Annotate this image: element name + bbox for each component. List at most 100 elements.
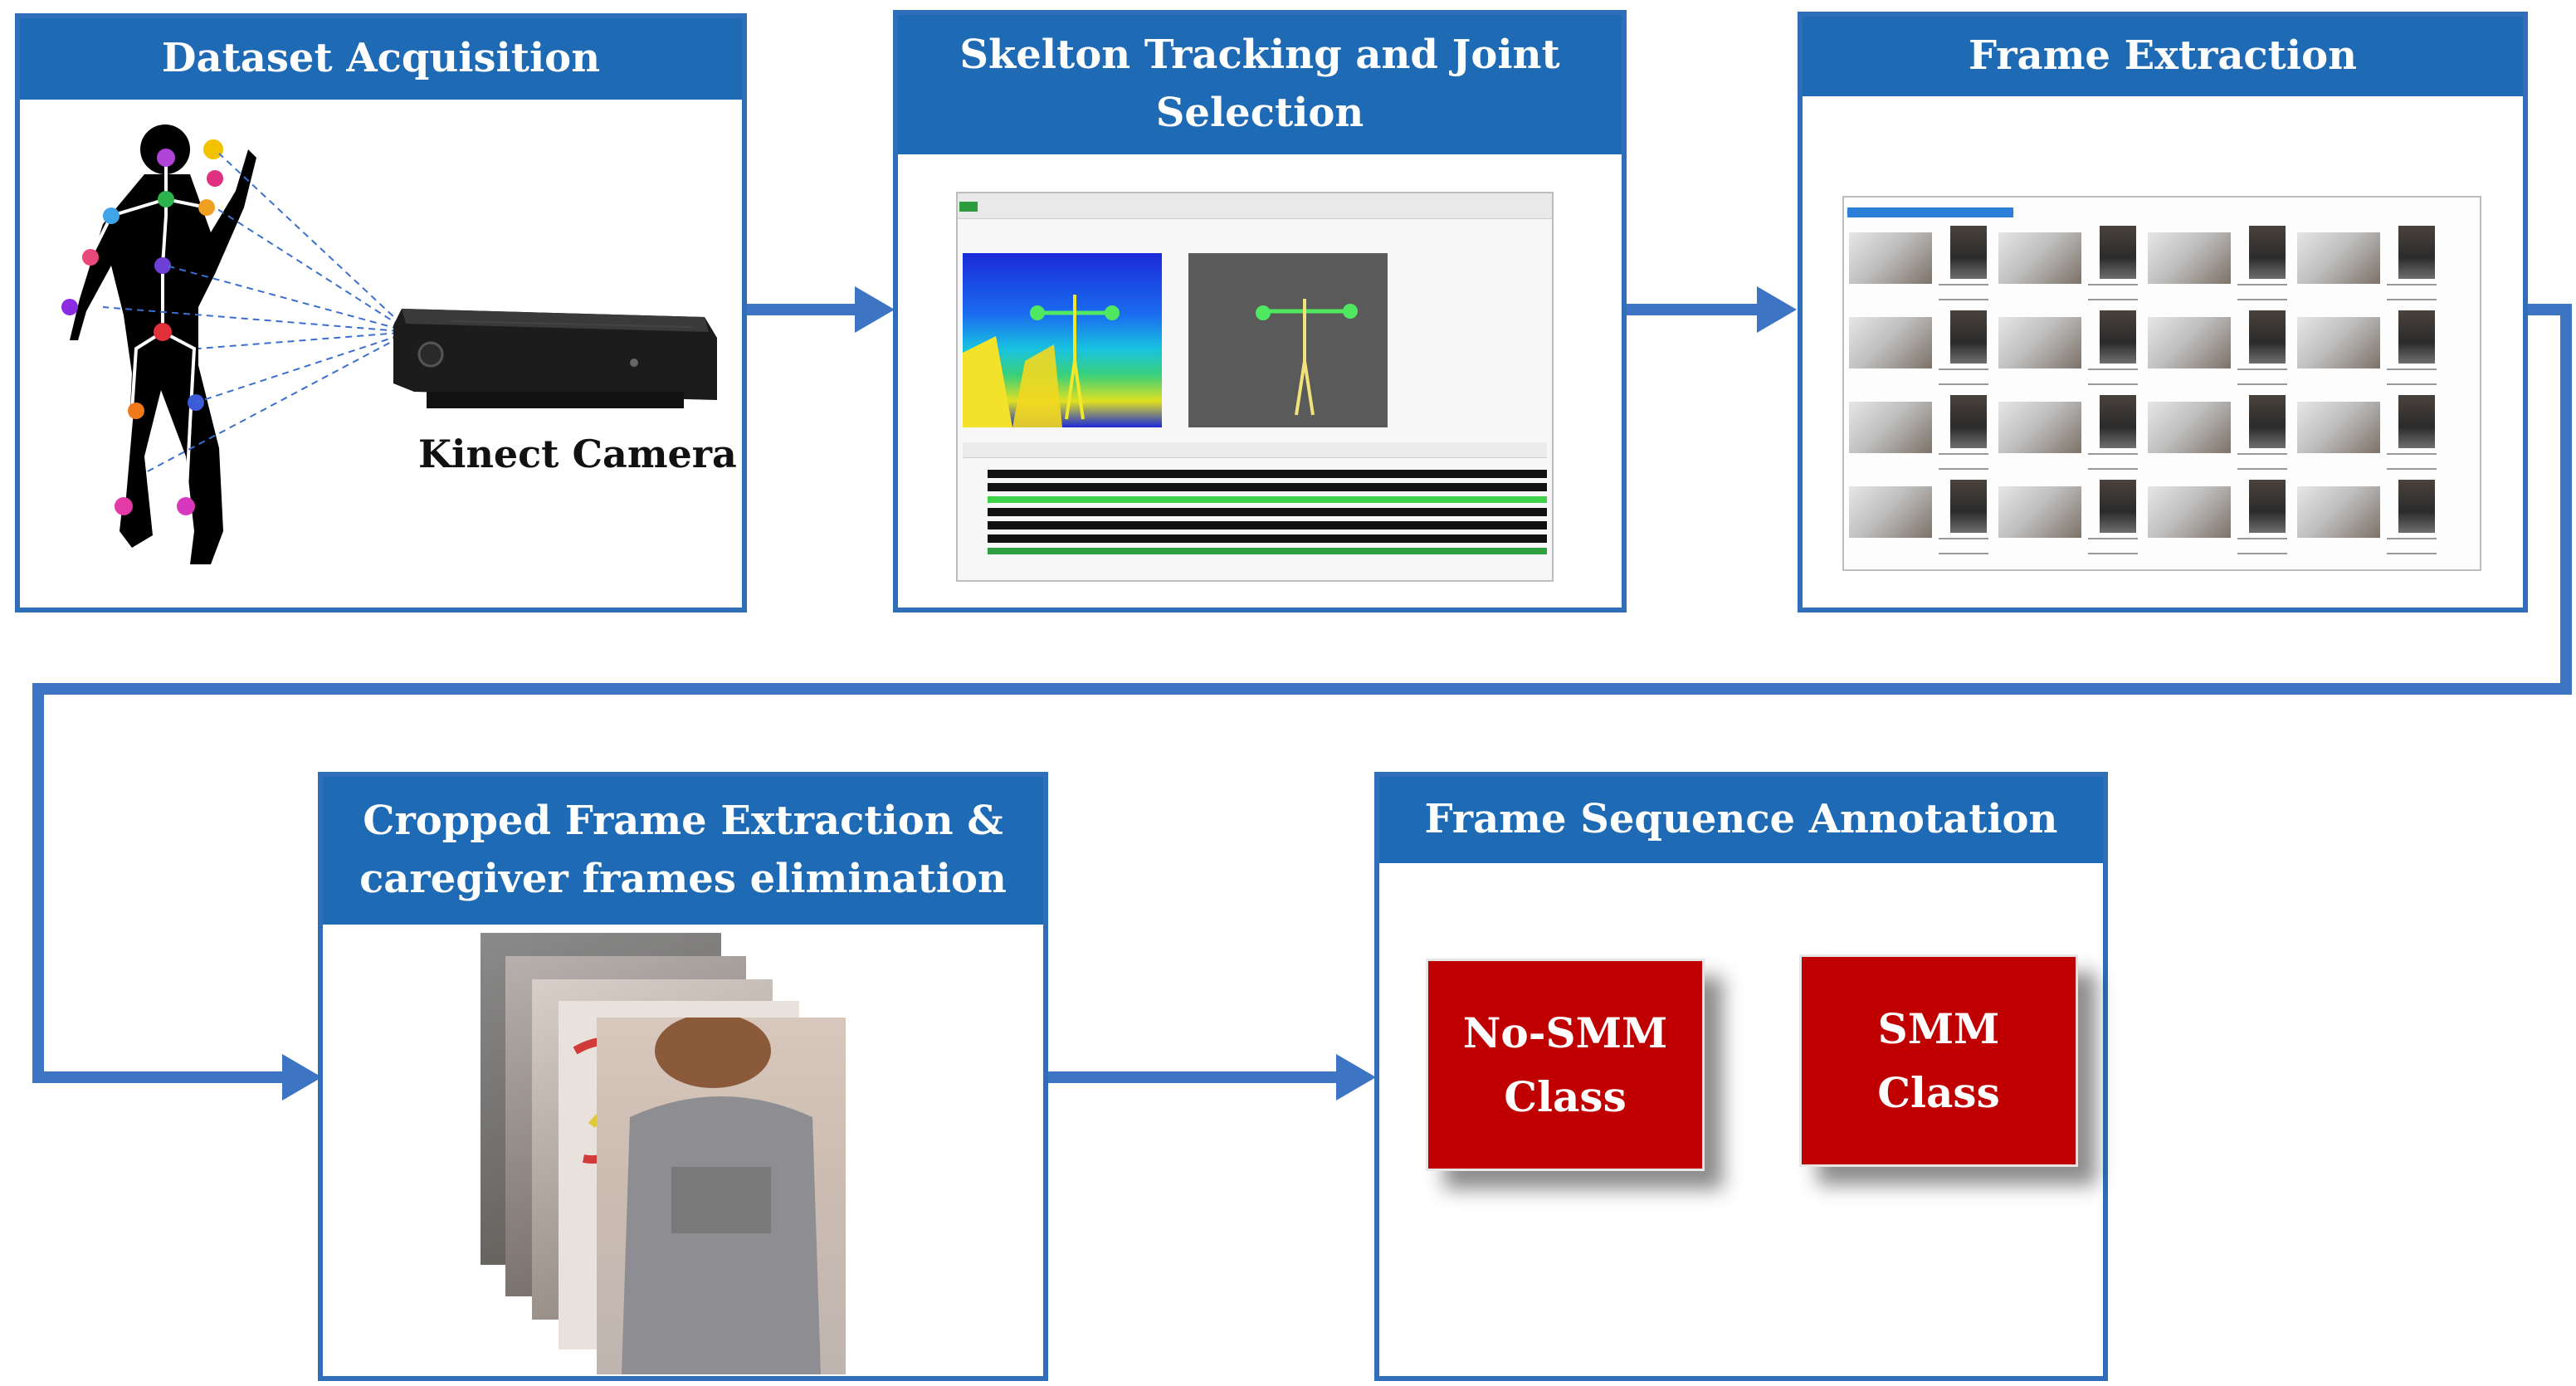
frame-thumbnail-wide	[1998, 402, 2081, 453]
joint-elbow-left	[82, 249, 99, 266]
camera-label: Kinect Camera	[418, 432, 737, 476]
frame-cell	[1998, 310, 2141, 388]
frame-thumbnail-wide	[2297, 402, 2380, 453]
frame-cell	[1849, 480, 1992, 558]
skeleton-tracking-panel: Skelton Tracking and Joint Selection	[893, 10, 1627, 612]
frame-thumbnail-tall	[2249, 395, 2286, 448]
frame-cell-caption	[2387, 453, 2437, 470]
frame-thumbnail-tall	[2398, 226, 2435, 279]
grid-path-bar	[1847, 207, 2013, 217]
stacked-frame-front	[597, 1013, 846, 1374]
depth-view	[963, 253, 1162, 427]
frame-sequence-annotation-panel: Frame Sequence Annotation No-SMM Class S…	[1374, 772, 2108, 1381]
timeline-track-5	[988, 521, 1547, 530]
skeleton-tracking-title: Skelton Tracking and Joint Selection	[898, 15, 1622, 154]
joint-shoulder-left	[103, 207, 120, 224]
joint-foot-left	[115, 497, 133, 515]
joint-foot-right	[177, 497, 195, 515]
frame-cell-caption	[1939, 453, 1988, 470]
frame-cell	[1998, 226, 2141, 304]
frame-cell-caption	[2387, 284, 2437, 300]
frame-thumbnail-tall	[2249, 226, 2286, 279]
frame-cell	[2297, 480, 2440, 558]
frame-thumbnail-wide	[2297, 317, 2380, 368]
frame-extraction-panel: Frame Extraction	[1798, 12, 2528, 612]
frame-thumbnail-wide	[2148, 317, 2231, 368]
frame-cell	[2148, 395, 2291, 473]
frame-thumbnail-tall	[2100, 480, 2136, 533]
arrow-3-to-4	[32, 304, 2572, 1083]
joint-shoulder-right	[198, 199, 215, 216]
skeleton-tracking-body	[898, 154, 1622, 608]
frame-thumbnail-tall	[1950, 226, 1987, 279]
frame-cell	[2148, 480, 2291, 558]
joint-neck	[158, 191, 174, 207]
frame-grid-screenshot	[1842, 196, 2481, 571]
timeline-track-7	[988, 548, 1547, 554]
frame-thumbnail-wide	[1998, 486, 2081, 538]
joint-hand-left	[61, 299, 78, 315]
frame-thumbnail-tall	[2249, 310, 2286, 364]
frame-thumbnail-tall	[2398, 310, 2435, 364]
timeline-track-4	[988, 508, 1547, 516]
frame-thumbnail-tall	[1950, 310, 1987, 364]
frame-thumbnail-wide	[2148, 402, 2231, 453]
frame-thumbnail-tall	[2398, 480, 2435, 533]
frame-thumbnail-wide	[1849, 232, 1932, 284]
arrowhead-2-to-3	[1757, 286, 1797, 333]
frame-cell-caption	[2088, 368, 2138, 385]
skeleton-tracking-app-screenshot	[956, 192, 1554, 582]
cropped-frame-title-line2: caregiver frames elimination	[359, 856, 1007, 902]
arrowhead-4-to-5	[1336, 1054, 1376, 1101]
frame-thumbnail-wide	[2148, 232, 2231, 284]
frame-sequence-annotation-body: No-SMM Class SMM Class	[1379, 863, 2103, 1376]
kinect-camera-icon	[393, 309, 717, 408]
frame-extraction-body	[1803, 96, 2523, 608]
human-skeleton-icon	[61, 124, 411, 564]
arrowhead-3-to-4	[282, 1054, 322, 1101]
skeleton-tracking-title-line1: Skelton Tracking and Joint	[959, 32, 1560, 79]
joint-elbow-right	[207, 170, 223, 187]
frame-thumbnail-tall	[1950, 395, 1987, 448]
frame-cell	[2148, 310, 2291, 388]
timeline-area	[963, 442, 1547, 573]
frame-thumbnail-wide	[1998, 232, 2081, 284]
child-frame-front-art	[622, 1013, 821, 1374]
no-smm-class-line1: No-SMM	[1462, 1008, 1668, 1057]
dataset-acquisition-panel: Dataset Acquisition	[15, 13, 747, 612]
skeleton-only-overlay	[1256, 299, 1358, 416]
frame-cell-caption	[2088, 538, 2138, 554]
timeline-track-1	[988, 470, 1547, 478]
frame-cell-caption	[2237, 453, 2287, 470]
frame-cell	[2148, 226, 2291, 304]
depth-skeleton-overlay	[963, 295, 1120, 427]
frame-cell-caption	[2088, 284, 2138, 300]
joint-head	[157, 149, 175, 167]
frame-thumbnail-wide	[1849, 402, 1932, 453]
no-smm-class-box: No-SMM Class	[1426, 959, 1705, 1171]
frame-cell-caption	[1939, 368, 1988, 385]
dataset-acquisition-title: Dataset Acquisition	[20, 18, 742, 100]
frame-thumbnail-tall	[2100, 395, 2136, 448]
frame-cell	[1849, 395, 1992, 473]
frame-thumbnail-wide	[2297, 486, 2380, 538]
frame-thumbnail-wide	[1849, 486, 1932, 538]
timeline-track-2	[988, 483, 1547, 491]
timeline-track-6	[988, 534, 1547, 543]
cropped-frame-title-line1: Cropped Frame Extraction &	[363, 798, 1003, 845]
smm-class-line1: SMM	[1877, 1003, 2000, 1053]
frame-cell	[1849, 310, 1992, 388]
timeline-track-3	[988, 496, 1547, 503]
no-smm-class-line2: Class	[1504, 1072, 1627, 1121]
frame-cell	[1998, 480, 2141, 558]
joint-hip	[154, 323, 172, 341]
frame-cell-caption	[2237, 538, 2287, 554]
app-tab-active	[959, 202, 978, 212]
frame-extraction-title: Frame Extraction	[1803, 17, 2523, 96]
skeleton-tracking-title-line2: Selection	[1155, 90, 1364, 136]
frame-thumbnail-tall	[1950, 480, 1987, 533]
frame-cell	[2297, 395, 2440, 473]
frame-cell	[2297, 226, 2440, 304]
cropped-frames-stack-icon	[323, 925, 1043, 1381]
